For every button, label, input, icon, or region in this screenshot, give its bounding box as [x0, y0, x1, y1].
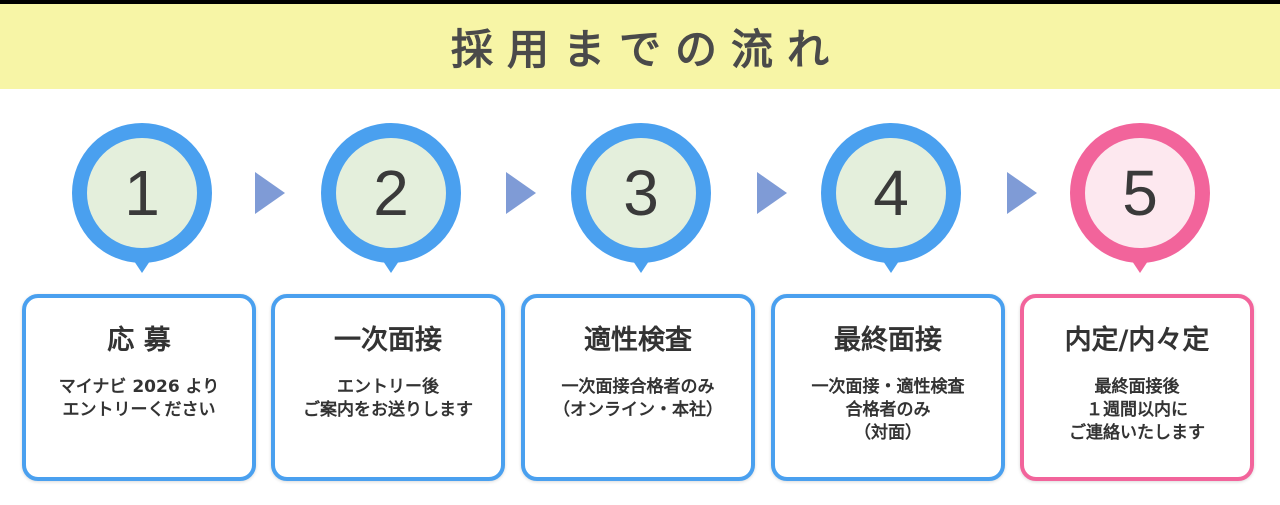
step-3-number: 3	[623, 157, 659, 229]
step-5-title: 内定/内々定	[1064, 325, 1210, 356]
pin-marker-icon	[321, 123, 461, 273]
step-4-line-2: 合格者のみ	[845, 400, 931, 420]
step-3-pin: 3	[571, 123, 711, 273]
top-border	[0, 0, 1280, 4]
arrow-right-icon	[757, 172, 787, 214]
step-4-pin: 4	[821, 123, 961, 273]
step-5-number: 5	[1122, 157, 1158, 229]
step-1-line-2: エントリーください	[62, 400, 216, 420]
arrow-right-icon	[1007, 172, 1037, 214]
step-3: 3 適性検査 一次面接合格者のみ （オンライン・本社）	[521, 0, 761, 505]
title-banner: 採用までの流れ	[0, 4, 1280, 89]
step-2-line-2: ご案内をお送りします	[303, 400, 473, 420]
step-1: 1 応 募 マイナビ 2026 より エントリーください	[22, 0, 262, 505]
step-3-line-1: 一次面接合格者のみ	[561, 377, 715, 397]
pin-marker-icon	[821, 123, 961, 273]
step-4-number: 4	[873, 157, 909, 229]
step-5-description: 最終面接後 １週間以内に ご連絡いたします	[1024, 376, 1250, 445]
step-4-line-1: 一次面接・適性検査	[811, 377, 965, 397]
step-2-number: 2	[373, 157, 409, 229]
step-5-line-3: ご連絡いたします	[1069, 423, 1205, 443]
step-4-description: 一次面接・適性検査 合格者のみ （対面）	[775, 376, 1001, 445]
step-1-description: マイナビ 2026 より エントリーください	[26, 376, 252, 422]
step-2-line-1: エントリー後	[337, 377, 439, 397]
step-5-line-2: １週間以内に	[1086, 400, 1188, 420]
step-2-title: 一次面接	[334, 325, 442, 356]
step-5: 5 内定/内々定 最終面接後 １週間以内に ご連絡いたします	[1020, 0, 1260, 505]
step-4: 4 最終面接 一次面接・適性検査 合格者のみ （対面）	[771, 0, 1011, 505]
step-3-card: 適性検査 一次面接合格者のみ （オンライン・本社）	[521, 294, 755, 481]
step-2: 2 一次面接 エントリー後 ご案内をお送りします	[271, 0, 511, 505]
step-1-pin: 1	[72, 123, 212, 273]
step-1-title: 応 募	[107, 325, 171, 356]
step-3-description: 一次面接合格者のみ （オンライン・本社）	[525, 376, 751, 422]
step-5-line-1: 最終面接後	[1094, 377, 1180, 397]
pin-marker-icon	[72, 123, 212, 273]
step-4-line-3: （対面）	[854, 423, 922, 443]
arrow-right-icon	[255, 172, 285, 214]
step-5-card: 内定/内々定 最終面接後 １週間以内に ご連絡いたします	[1020, 294, 1254, 481]
step-2-card: 一次面接 エントリー後 ご案内をお送りします	[271, 294, 505, 481]
step-4-card: 最終面接 一次面接・適性検査 合格者のみ （対面）	[771, 294, 1005, 481]
step-2-description: エントリー後 ご案内をお送りします	[275, 376, 501, 422]
pin-marker-icon	[571, 123, 711, 273]
step-2-pin: 2	[321, 123, 461, 273]
arrow-right-icon	[506, 172, 536, 214]
step-1-card: 応 募 マイナビ 2026 より エントリーください	[22, 294, 256, 481]
step-1-number: 1	[124, 157, 160, 229]
page-title: 採用までの流れ	[450, 25, 843, 74]
step-1-line-1: マイナビ 2026 より	[58, 377, 220, 397]
step-5-pin: 5	[1070, 123, 1210, 273]
step-4-title: 最終面接	[834, 325, 942, 356]
pin-marker-icon	[1070, 123, 1210, 273]
step-3-line-2: （オンライン・本社）	[553, 400, 723, 420]
step-3-title: 適性検査	[584, 325, 692, 356]
